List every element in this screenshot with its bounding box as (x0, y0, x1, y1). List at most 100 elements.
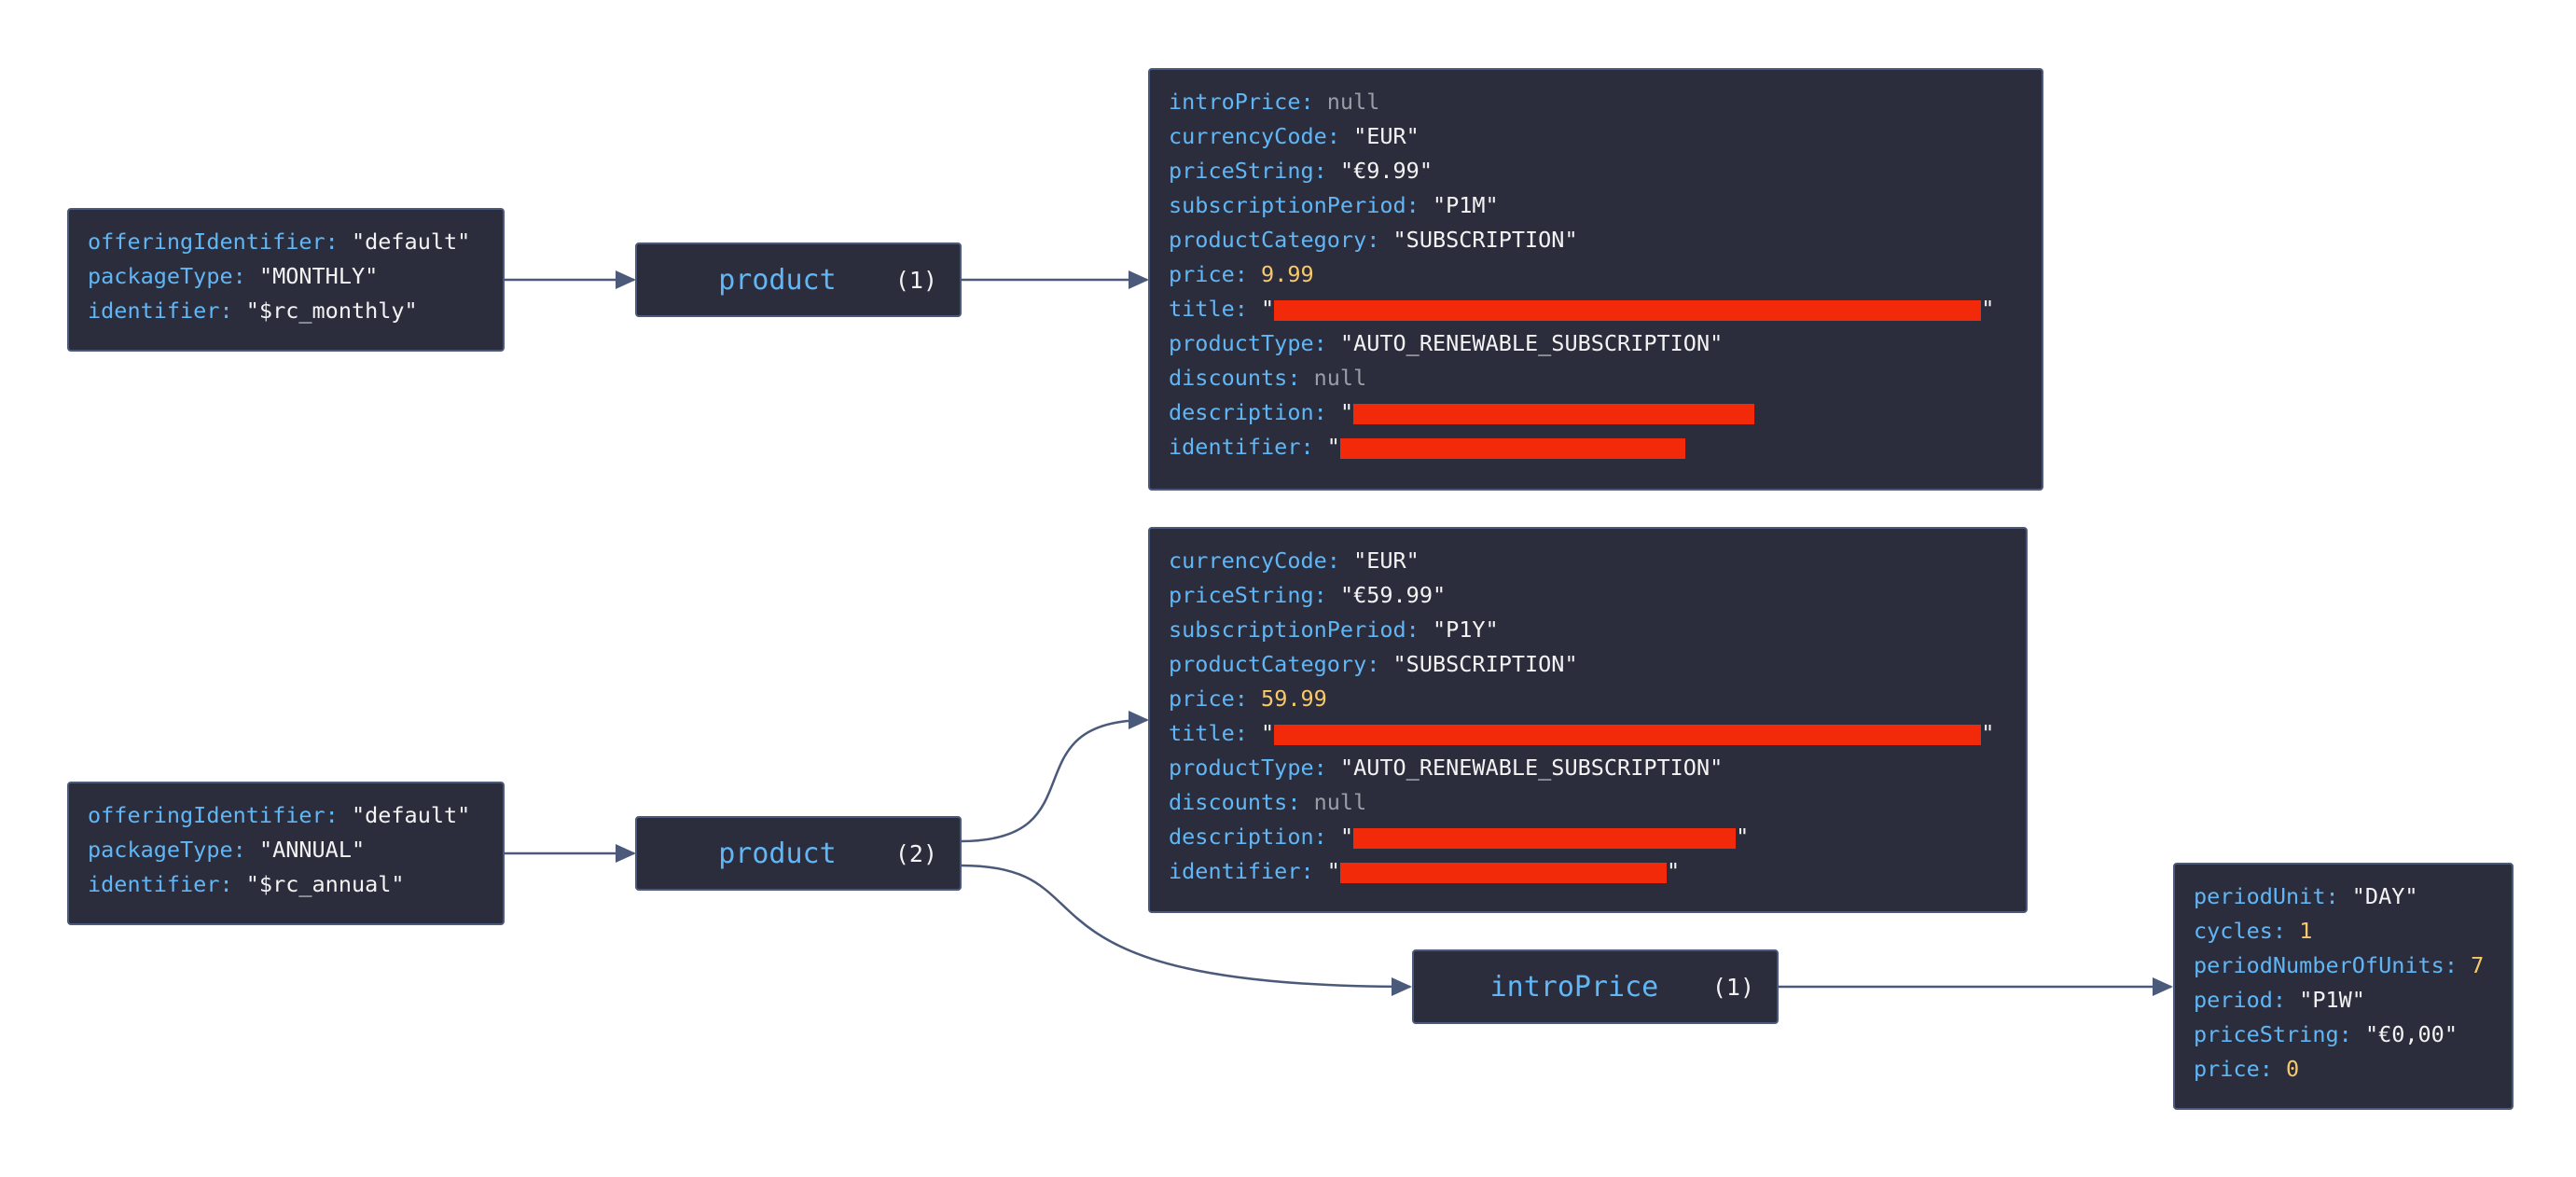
key: discounts (1169, 789, 1288, 815)
package-monthly-node[interactable]: offeringIdentifier: "default" packageTyp… (67, 208, 505, 352)
key: title (1169, 720, 1235, 746)
redaction-bar (1339, 437, 1685, 459)
value: "ANNUAL" (258, 837, 366, 863)
kv-row: identifier: " (1169, 430, 2023, 464)
label-name: product (718, 837, 837, 870)
value: "P1W" (2299, 987, 2365, 1013)
kv-row: identifier: "$rc_annual" (88, 871, 405, 897)
value: " (1339, 824, 1354, 850)
value: "default" (351, 802, 471, 828)
value: "€59.99" (1339, 582, 1447, 608)
value: " (1261, 296, 1275, 322)
value: " (1261, 720, 1275, 746)
kv-row: productCategory: "SUBSCRIPTION" (1169, 651, 1578, 677)
key: cycles (2194, 918, 2273, 944)
kv-row: description: " (1169, 395, 2023, 430)
kv-row: productCategory: "SUBSCRIPTION" (1169, 227, 1578, 253)
key: offeringIdentifier (88, 802, 325, 828)
value: "SUBSCRIPTION" (1392, 227, 1578, 253)
key: productType (1169, 330, 1314, 356)
intro-price-node[interactable]: periodUnit: "DAY" cycles: 1 periodNumber… (2173, 863, 2514, 1110)
value: "P1M" (1432, 192, 1499, 218)
key: identifier (1169, 858, 1301, 884)
kv-row: price: 59.99 (1169, 685, 1327, 712)
product-label-node-2[interactable]: product (2) (635, 816, 962, 891)
value: " (1326, 858, 1340, 884)
edge-product2-to-annual-details (960, 711, 1149, 843)
redaction-bar (1274, 299, 1982, 321)
kv-row: productType: "AUTO_RENEWABLE_SUBSCRIPTIO… (1169, 755, 1724, 781)
key: periodNumberOfUnits (2194, 952, 2444, 978)
label-count: (1) (1711, 973, 1754, 1001)
key: price (2194, 1056, 2260, 1082)
key: identifier (88, 871, 220, 897)
kv-row: identifier: "" (1169, 858, 1681, 884)
kv-row: identifier: "$rc_monthly" (88, 298, 418, 324)
package-annual-node[interactable]: offeringIdentifier: "default" packageTyp… (67, 782, 505, 925)
kv-row: price: 9.99 (1169, 261, 1314, 287)
kv-row: periodUnit: "DAY" (2194, 883, 2418, 909)
kv-row: productType: "AUTO_RENEWABLE_SUBSCRIPTIO… (1169, 330, 1724, 356)
kv-row: packageType: "MONTHLY" (88, 263, 379, 289)
label-name: product (718, 263, 837, 297)
key: productCategory (1169, 651, 1367, 677)
kv-row: packageType: "ANNUAL" (88, 837, 366, 863)
label-name: introPrice (1489, 970, 1659, 1004)
value: "DAY" (2351, 883, 2418, 909)
value: " (1326, 434, 1340, 460)
kv-row: offeringIdentifier: "default" (88, 228, 471, 255)
key: title (1169, 296, 1235, 322)
kv-row: discounts: null (1169, 789, 1367, 815)
value: "AUTO_RENEWABLE_SUBSCRIPTION" (1339, 330, 1724, 356)
redaction-bar (1339, 862, 1667, 883)
kv-row: discounts: null (1169, 365, 1367, 391)
key: offeringIdentifier (88, 228, 325, 255)
value: " (1339, 399, 1354, 425)
product-label-node-1[interactable]: product (1) (635, 242, 962, 317)
value: "MONTHLY" (258, 263, 379, 289)
value-close: " (1981, 720, 1995, 746)
value-close: " (1736, 824, 1750, 850)
value: null (1313, 789, 1367, 815)
value: "€0,00" (2364, 1021, 2458, 1047)
product-monthly-node[interactable]: introPrice: null currencyCode: "EUR" pri… (1148, 68, 2043, 491)
key: price (1169, 685, 1235, 712)
value: "$rc_annual" (245, 871, 405, 897)
key: priceString (1169, 582, 1314, 608)
key: identifier (88, 298, 220, 324)
key: subscriptionPeriod (1169, 616, 1406, 643)
kv-row: offeringIdentifier: "default" (88, 802, 471, 828)
key: description (1169, 399, 1314, 425)
redaction-bar (1353, 827, 1737, 849)
kv-row: currencyCode: "EUR" (1169, 123, 1420, 149)
key: currencyCode (1169, 547, 1327, 574)
key: productType (1169, 755, 1314, 781)
kv-row: subscriptionPeriod: "P1M" (1169, 192, 1499, 218)
key: packageType (88, 837, 233, 863)
key: description (1169, 824, 1314, 850)
kv-row: price: 0 (2194, 1056, 2300, 1082)
value: 0 (2286, 1056, 2300, 1082)
value: "EUR" (1353, 123, 1420, 149)
value-close: " (1666, 858, 1681, 884)
key: packageType (88, 263, 233, 289)
key: subscriptionPeriod (1169, 192, 1406, 218)
value: null (1313, 365, 1367, 391)
kv-row: priceString: "€59.99" (1169, 582, 1447, 608)
value: "P1Y" (1432, 616, 1499, 643)
introprice-label-node[interactable]: introPrice (1) (1412, 949, 1779, 1024)
key: price (1169, 261, 1235, 287)
kv-row: cycles: 1 (2194, 918, 2313, 944)
key: identifier (1169, 434, 1301, 460)
product-annual-node[interactable]: currencyCode: "EUR" priceString: "€59.99… (1148, 527, 2028, 913)
value-close: " (1981, 296, 1995, 322)
value: "$rc_monthly" (245, 298, 418, 324)
value: null (1326, 89, 1380, 115)
value: "default" (351, 228, 471, 255)
value: 59.99 (1261, 685, 1327, 712)
key: currencyCode (1169, 123, 1327, 149)
kv-row: priceString: "€0,00" (2194, 1021, 2458, 1047)
value: "EUR" (1353, 547, 1420, 574)
kv-row: description: "" (1169, 824, 1750, 850)
value: "€9.99" (1339, 158, 1433, 184)
